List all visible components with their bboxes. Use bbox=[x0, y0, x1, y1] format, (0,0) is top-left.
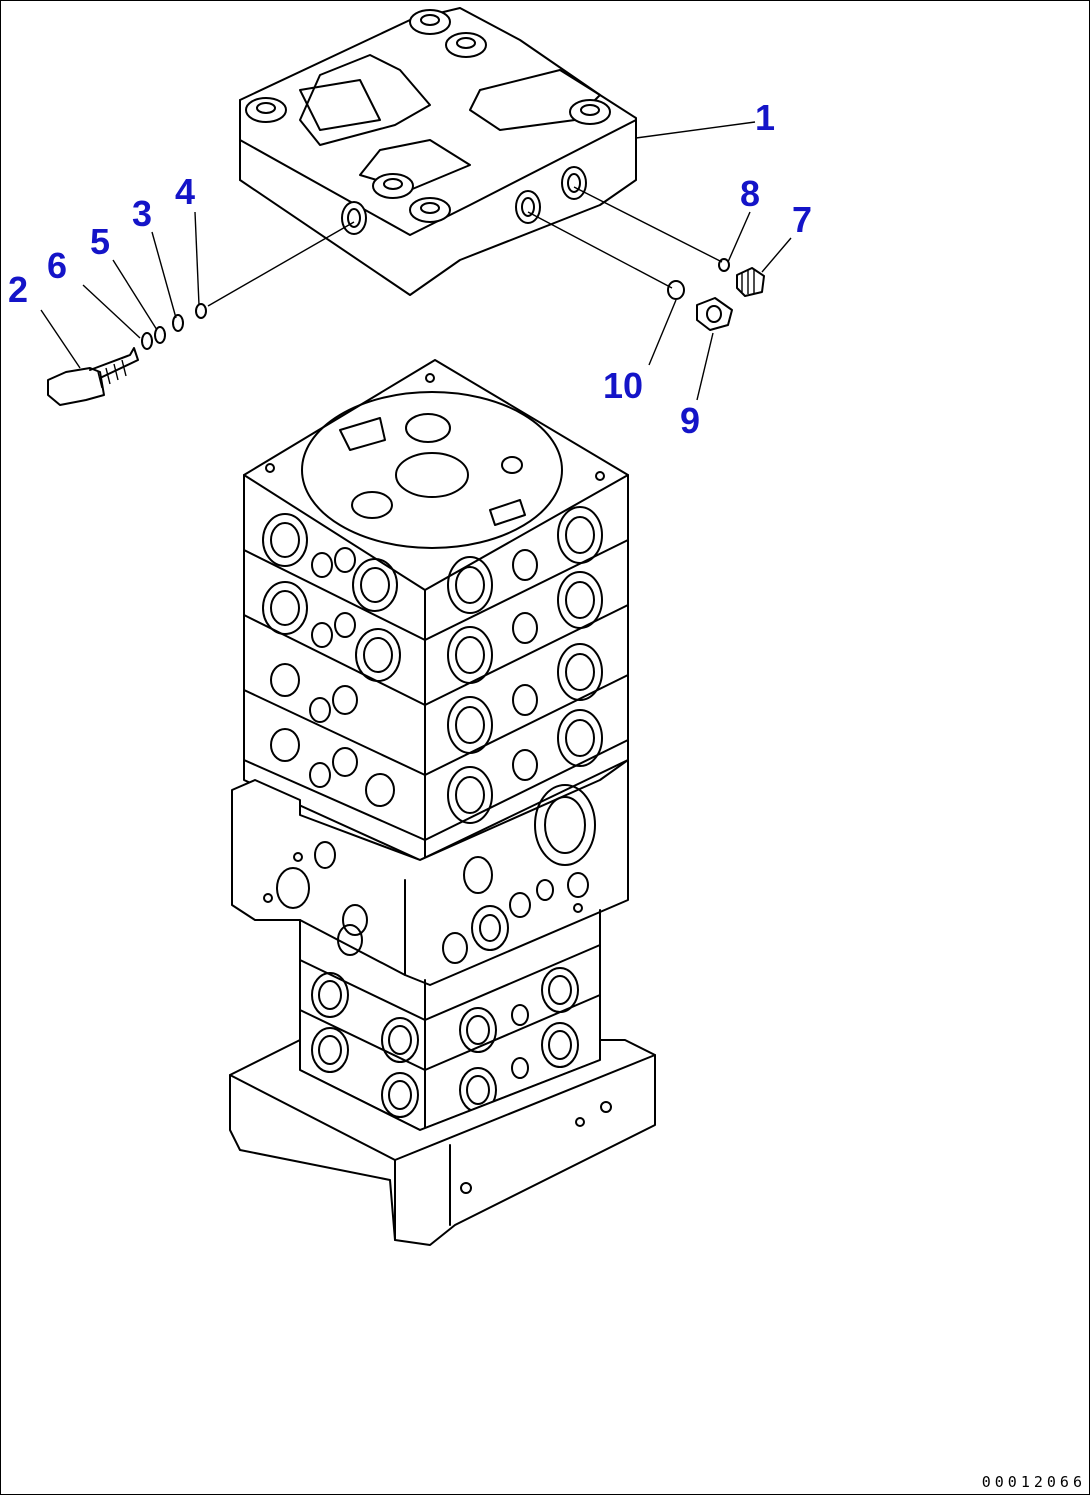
drawing-reference-number: 00012066 bbox=[981, 1473, 1086, 1491]
callout-8: 8 bbox=[740, 173, 761, 214]
cover-plate-part-1 bbox=[239, 7, 637, 296]
plug-part-7 bbox=[736, 267, 765, 297]
callout-3: 3 bbox=[132, 193, 153, 234]
plug-part-9 bbox=[696, 297, 733, 331]
leader-lines bbox=[40, 121, 792, 401]
callout-5: 5 bbox=[90, 221, 111, 262]
valve-body-stack bbox=[229, 359, 656, 1246]
o-ring-parts-3-6 bbox=[141, 303, 207, 350]
ball-part-10 bbox=[667, 280, 685, 300]
callout-1: 1 bbox=[755, 97, 776, 138]
callout-9: 9 bbox=[680, 400, 701, 441]
callout-4: 4 bbox=[175, 171, 196, 212]
relief-plug-part-2 bbox=[47, 347, 139, 406]
callout-10: 10 bbox=[603, 365, 644, 406]
callout-7: 7 bbox=[792, 199, 813, 240]
callout-6: 6 bbox=[47, 245, 68, 286]
callout-2: 2 bbox=[8, 269, 29, 310]
